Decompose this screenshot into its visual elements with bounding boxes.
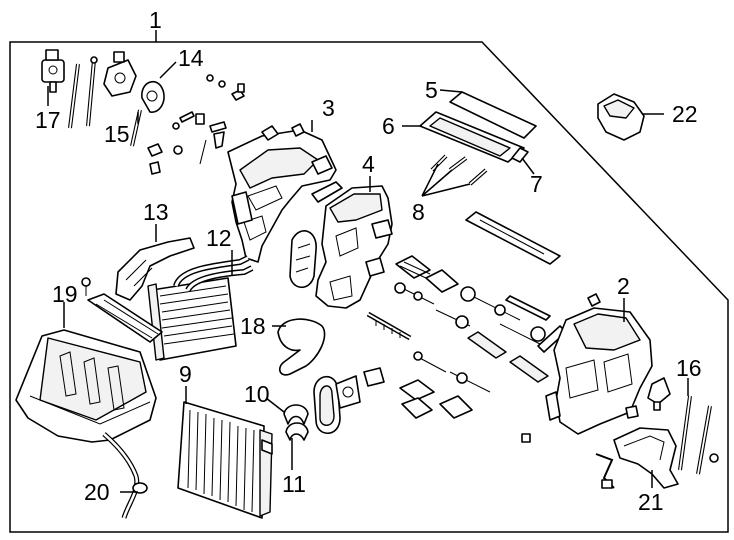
rod-17 xyxy=(68,63,80,129)
actuator-right xyxy=(647,377,671,411)
callouts: 1 2 3 4 5 6 7 8 9 10 11 12 13 14 15 16 1… xyxy=(35,7,702,515)
callout-5: 5 xyxy=(425,77,438,103)
callout-20: 20 xyxy=(84,479,110,505)
filter-frame-6 xyxy=(419,111,525,163)
callout-16: 16 xyxy=(676,355,702,381)
evaporator-9 xyxy=(177,401,273,519)
callout-7: 7 xyxy=(530,171,543,197)
callout-8: 8 xyxy=(412,199,425,225)
lower-case-2 xyxy=(521,293,653,443)
callout-18: 18 xyxy=(240,313,266,339)
callout-21: 21 xyxy=(638,489,664,515)
upper-case-4 xyxy=(315,185,393,309)
sensor-22 xyxy=(597,93,645,141)
long-filter-strip xyxy=(465,211,561,265)
filter-holder-19 xyxy=(87,293,163,343)
door-flap xyxy=(289,230,317,289)
callout-2: 2 xyxy=(617,273,630,299)
leader-lines xyxy=(47,30,689,493)
heater-pipes-12 xyxy=(173,255,254,292)
air-filter-5 xyxy=(449,91,537,139)
assembly-outline xyxy=(9,41,729,533)
seal-7 xyxy=(511,147,529,163)
rod-b xyxy=(86,56,98,127)
callout-19: 19 xyxy=(52,281,78,307)
seals-center xyxy=(313,367,385,435)
callout-6: 6 xyxy=(382,113,395,139)
callout-13: 13 xyxy=(143,199,169,225)
dampers xyxy=(467,295,567,383)
harness-21 xyxy=(595,453,615,489)
seal-10 xyxy=(283,404,309,425)
callout-10: 10 xyxy=(244,381,270,407)
callout-9: 9 xyxy=(179,361,192,387)
callout-11: 11 xyxy=(282,471,306,497)
heater-core-12 xyxy=(147,277,237,361)
duct-13 xyxy=(115,237,195,301)
seal-11 xyxy=(285,422,309,441)
pins-8 xyxy=(430,154,488,186)
upper-case-3 xyxy=(227,123,337,263)
callout-12: 12 xyxy=(206,225,232,251)
ladder-link xyxy=(366,311,412,341)
callout-4: 4 xyxy=(362,151,375,177)
screw-left xyxy=(81,277,91,296)
lower-tray xyxy=(15,329,157,443)
link-rod-15 xyxy=(130,109,142,147)
duct-21 xyxy=(613,427,679,489)
hose-18 xyxy=(277,318,326,376)
small-fasteners xyxy=(147,74,245,175)
duct-seal-small xyxy=(311,181,343,203)
actuator-motor-17 xyxy=(41,49,65,93)
callout-17: 17 xyxy=(35,107,61,133)
drain-hose-20 xyxy=(102,432,148,519)
callout-14: 14 xyxy=(178,45,204,71)
callout-22: 22 xyxy=(672,101,698,127)
grille-pieces xyxy=(395,255,473,419)
callout-15: 15 xyxy=(104,121,130,147)
callout-3: 3 xyxy=(322,95,335,121)
shaft-assembly xyxy=(394,282,546,393)
rods-16 xyxy=(678,395,719,475)
actuator-14 xyxy=(141,80,165,113)
actuator-motor-15 xyxy=(103,51,137,97)
callout-1: 1 xyxy=(149,7,162,33)
